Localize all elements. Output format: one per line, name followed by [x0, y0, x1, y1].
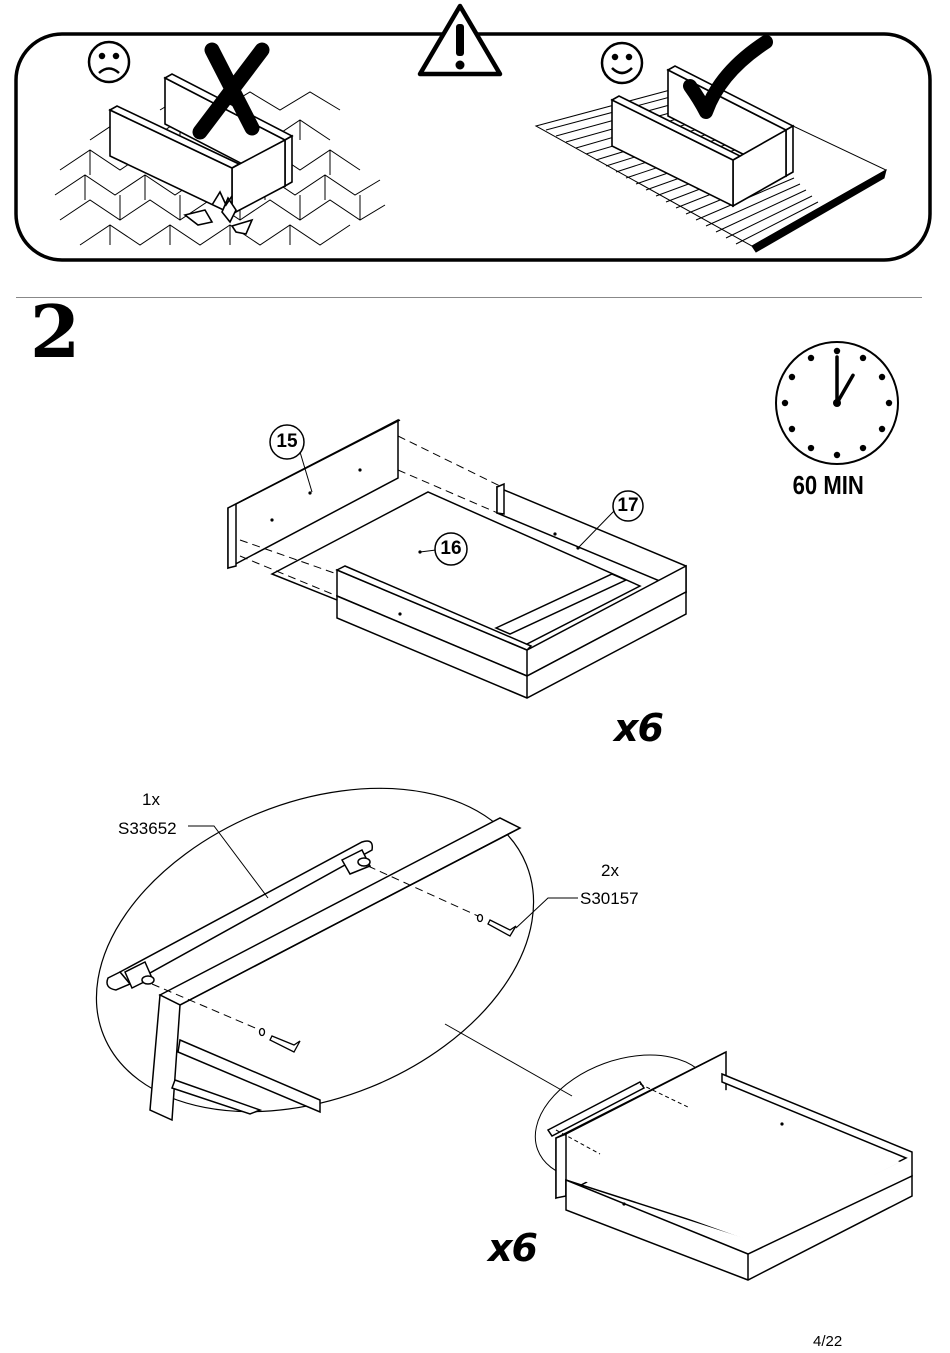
section-divider	[16, 297, 922, 298]
clock-tick-mark	[860, 355, 866, 361]
part-17-label: 17	[615, 495, 641, 517]
screw-quantity: 2x	[601, 861, 619, 881]
handle-quantity: 1x	[142, 790, 160, 810]
step-number: 2	[30, 296, 80, 368]
clock-tick-mark	[789, 374, 795, 380]
clock-tick-mark	[879, 374, 885, 380]
drawer-quantity-multiplier: x6	[614, 706, 663, 750]
handle-part-code: S33652	[118, 819, 177, 839]
warning-panel	[0, 0, 950, 290]
exclamation-triangle-icon	[420, 6, 500, 74]
drawer-on-hard-floor	[110, 74, 292, 234]
drawer-box-diagram	[0, 400, 950, 710]
screw-part-code: S30157	[580, 889, 639, 909]
part-16-label: 16	[438, 538, 464, 560]
page-number: 4/22	[813, 1333, 842, 1350]
handle-quantity-multiplier: x6	[488, 1226, 537, 1270]
happy-face-icon	[602, 43, 642, 83]
clock-tick-mark	[808, 355, 814, 361]
handle-detail-diagram	[0, 770, 950, 1290]
part-15-label: 15	[274, 431, 300, 453]
sad-face-icon	[89, 42, 129, 82]
clock-tick-mark	[834, 348, 840, 354]
